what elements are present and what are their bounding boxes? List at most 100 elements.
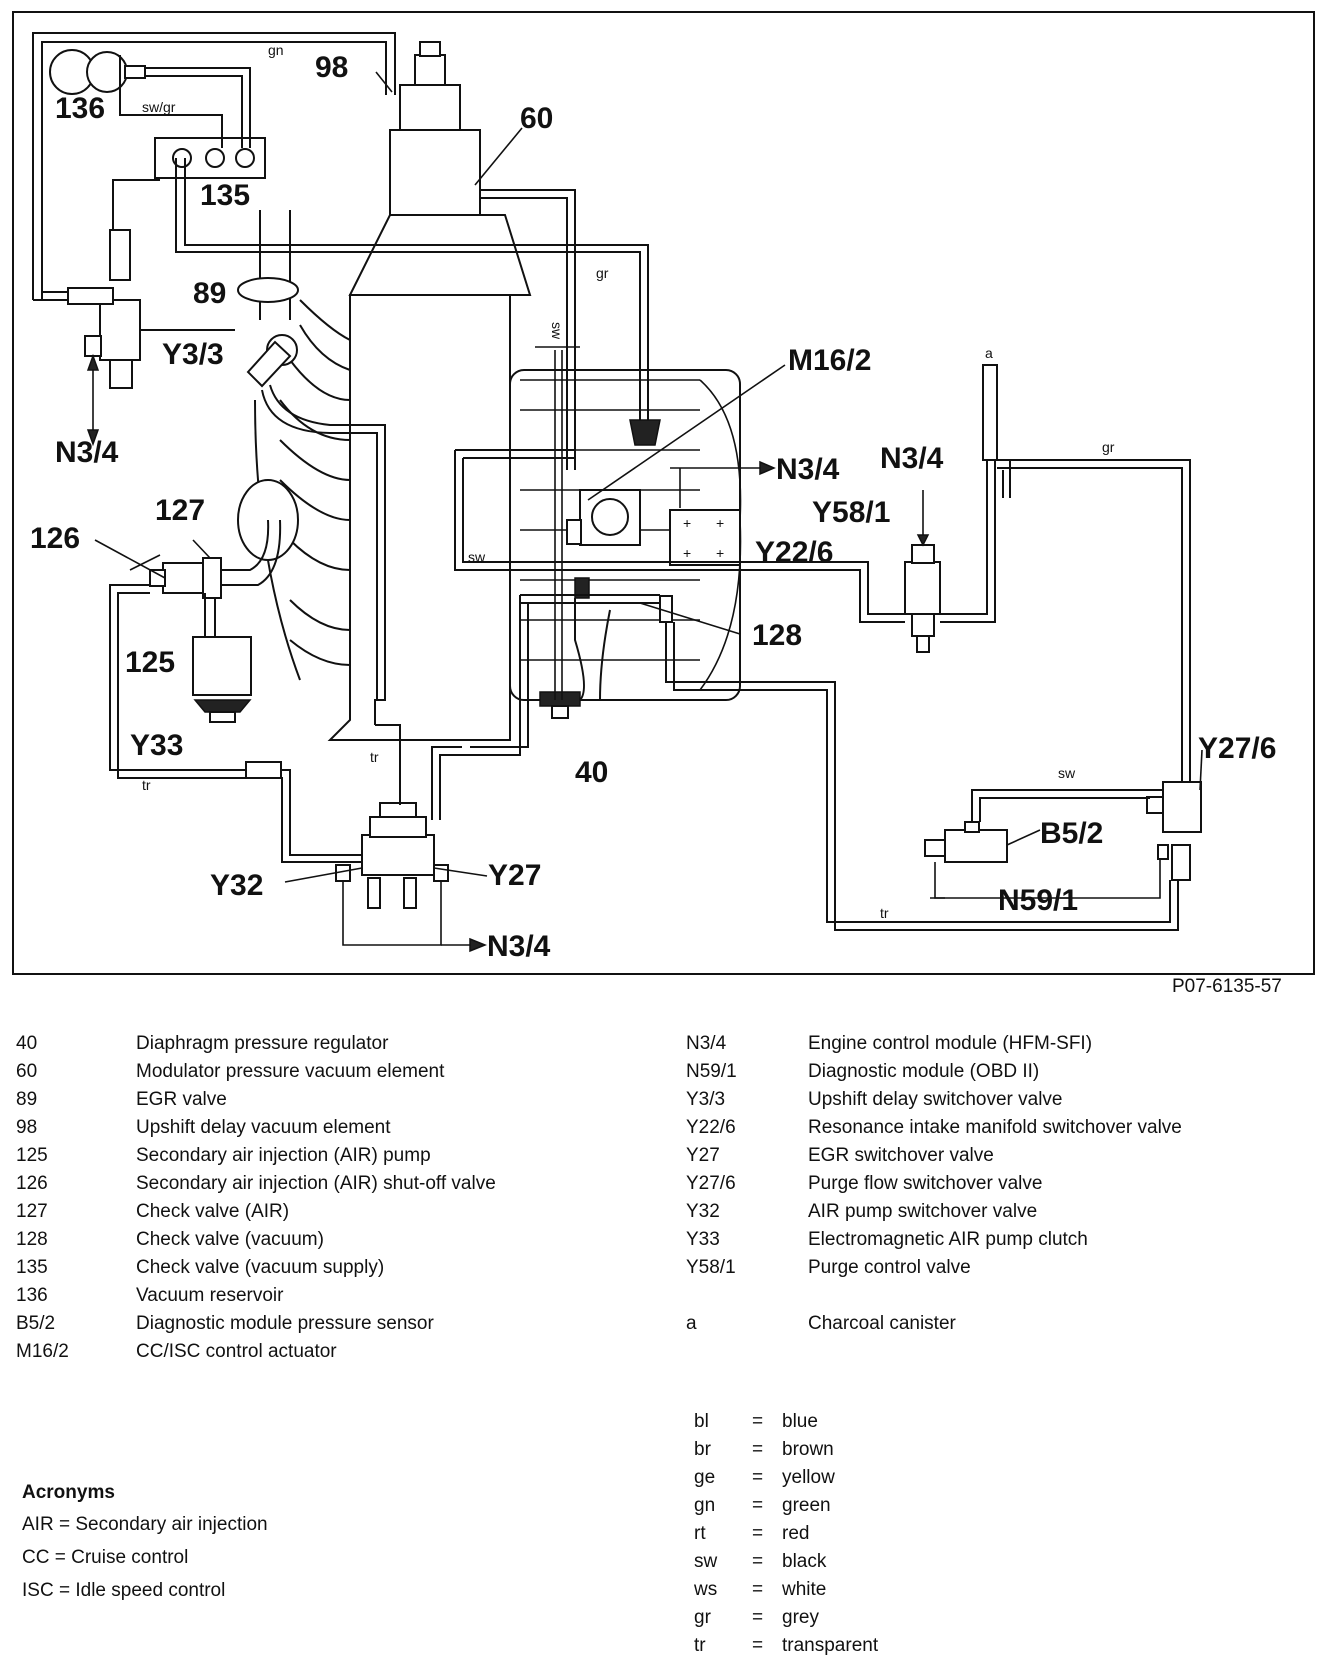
legend-row: 126 Secondary air injection (AIR) shut-of… <box>16 1170 496 1198</box>
wire-tag-a: a <box>985 345 993 361</box>
legend-desc: Diaphragm pressure regulator <box>136 1033 389 1054</box>
resonance-valve-y226: + + + + <box>669 509 741 566</box>
color-code: ws <box>694 1579 718 1600</box>
label-125: 125 <box>125 646 175 679</box>
color-code: bl <box>694 1411 709 1432</box>
purge-flow-valve-y276 <box>1146 781 1202 881</box>
color-eq: = <box>752 1635 764 1656</box>
label-y581: Y58/1 <box>812 496 890 529</box>
color-row: gn=green <box>694 1492 878 1520</box>
legend-code: Y58/1 <box>686 1257 736 1278</box>
color-row: rt=red <box>694 1520 878 1548</box>
legend-desc: Vacuum reservoir <box>136 1285 284 1306</box>
color-eq: = <box>752 1551 764 1572</box>
color-eq: = <box>752 1439 764 1460</box>
acronym-abbr: ISC <box>22 1580 54 1601</box>
figure-reference: P07-6135-57 <box>1172 976 1282 997</box>
svg-text:+: + <box>683 515 691 531</box>
label-y33-valve: Y3/3 <box>162 338 224 371</box>
purge-control-valve-y581 <box>904 544 941 653</box>
label-y27: Y27 <box>488 859 541 892</box>
legend-code: 40 <box>16 1033 38 1054</box>
label-b52: B5/2 <box>1040 817 1103 850</box>
legend-row: 40 Diaphragm pressure regulator <box>16 1030 496 1058</box>
color-eq: = <box>752 1607 764 1628</box>
label-98: 98 <box>315 51 348 84</box>
legend-desc: Diagnostic module pressure sensor <box>136 1313 434 1334</box>
legend-desc: Resonance intake manifold switchover val… <box>808 1117 1182 1138</box>
legend-code: 127 <box>16 1201 48 1222</box>
wire-tag-tr1: tr <box>142 777 151 793</box>
label-n34-b: N3/4 <box>776 453 840 486</box>
wire-tag-sw1: sw <box>549 322 565 340</box>
color-eq: = <box>752 1411 764 1432</box>
color-name: red <box>782 1523 810 1544</box>
color-code: gr <box>694 1607 711 1628</box>
color-eq: = <box>752 1495 764 1516</box>
diagram-frame <box>12 11 1315 975</box>
color-row: tr=transparent <box>694 1632 878 1660</box>
color-row: br=brown <box>694 1436 878 1464</box>
wire-tag-gr1: gr <box>596 265 609 281</box>
legend-desc: Check valve (vacuum supply) <box>136 1257 385 1278</box>
legend-code: 136 <box>16 1285 48 1306</box>
legend-code: Y27 <box>686 1145 720 1166</box>
wire-tag-gr2: gr <box>1102 439 1115 455</box>
legend-code: B5/2 <box>16 1313 56 1334</box>
legend-code: 126 <box>16 1173 48 1194</box>
label-126: 126 <box>30 522 80 555</box>
legend-desc: Engine control module (HFM-SFI) <box>808 1033 1093 1054</box>
pressure-sensor-b52 <box>924 821 1008 863</box>
color-name: grey <box>782 1607 819 1628</box>
label-n591: N59/1 <box>998 884 1078 917</box>
label-y226: Y22/6 <box>755 536 833 569</box>
legend-desc: Upshift delay vacuum element <box>136 1117 391 1138</box>
acronym-eq: = <box>58 1580 71 1601</box>
legend-code: 98 <box>16 1117 38 1138</box>
legend-code: Y27/6 <box>686 1173 736 1194</box>
legend-desc: EGR switchover valve <box>808 1145 994 1166</box>
legend-code: 128 <box>16 1229 48 1250</box>
acronym-abbr: CC <box>22 1547 50 1568</box>
color-eq: = <box>752 1467 764 1488</box>
color-name: blue <box>782 1411 818 1432</box>
label-127: 127 <box>155 494 205 527</box>
label-136: 136 <box>55 92 105 125</box>
color-name: white <box>782 1579 827 1600</box>
color-code: br <box>694 1439 711 1460</box>
acronym-eq: = <box>58 1514 71 1535</box>
legend-desc: Secondary air injection (AIR) shut-off v… <box>136 1173 496 1194</box>
legend-desc: CC/ISC control actuator <box>136 1341 337 1362</box>
legend-row <box>686 1282 1182 1310</box>
acronym-desc: Cruise control <box>71 1547 189 1568</box>
color-code: gn <box>694 1495 716 1516</box>
legend-code: Y22/6 <box>686 1117 736 1138</box>
label-y276: Y27/6 <box>1198 732 1276 765</box>
label-60: 60 <box>520 102 553 135</box>
pressure-regulator-40 <box>539 691 581 719</box>
air-shutoff-valve-126 <box>149 557 222 599</box>
legend-code: 135 <box>16 1257 48 1278</box>
acronym-row: CC = Cruise control <box>22 1541 268 1574</box>
legend-code: 89 <box>16 1089 38 1110</box>
vacuum-reservoir-136 <box>49 49 146 95</box>
svg-text:+: + <box>716 515 724 531</box>
acronym-eq: = <box>54 1547 66 1568</box>
legend-row: M16/2 CC/ISC control actuator <box>16 1338 496 1366</box>
acronym-abbr: AIR <box>22 1514 54 1535</box>
color-row: sw=black <box>694 1548 878 1576</box>
label-135: 135 <box>200 179 250 212</box>
legend-code: Y3/3 <box>686 1089 726 1110</box>
wire-tag-gn: gn <box>268 42 284 58</box>
label-y33: Y33 <box>130 729 183 762</box>
color-name: black <box>782 1551 827 1572</box>
legend-code: a <box>686 1313 697 1334</box>
legend-row: 135 Check valve (vacuum supply) <box>16 1254 496 1282</box>
wire-tag-sw2: sw <box>468 549 486 565</box>
legend-code: M16/2 <box>16 1341 69 1362</box>
